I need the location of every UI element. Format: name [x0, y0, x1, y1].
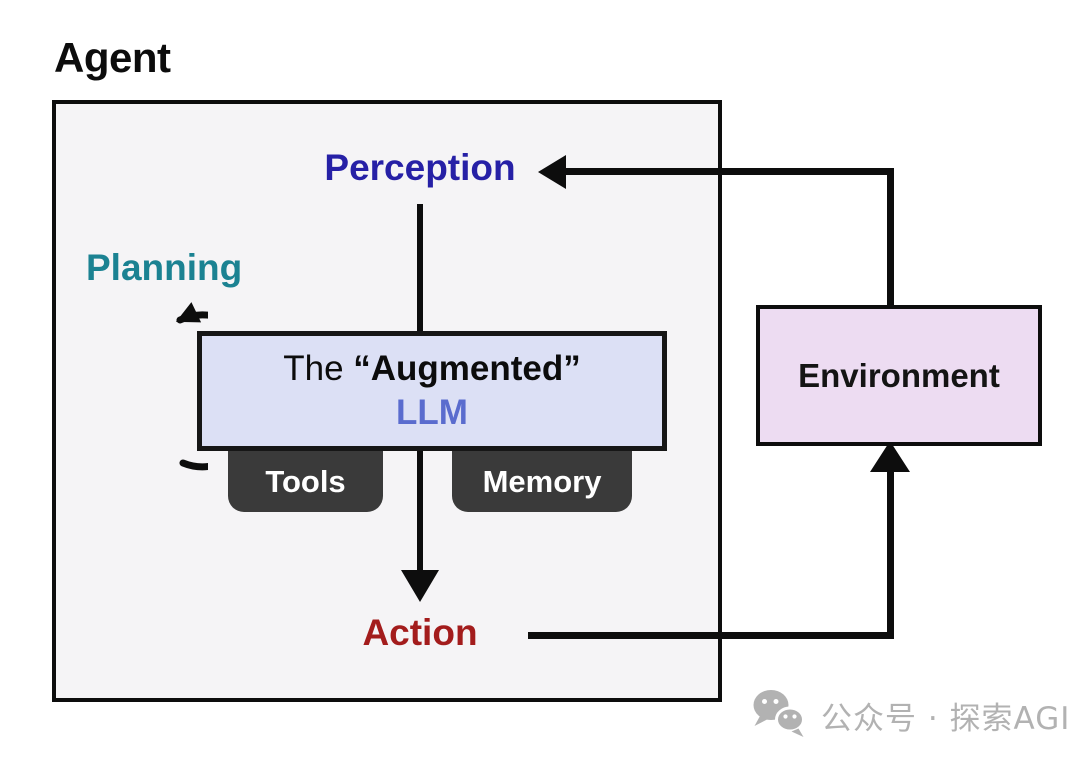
wechat-icon [753, 690, 805, 737]
perception-label: Perception [324, 147, 516, 188]
line-llm-to-action [417, 451, 423, 571]
environment-label: Environment [798, 356, 1000, 394]
arrowhead-down-icon [401, 570, 439, 602]
arrow-action-to-environment-horizontal [528, 632, 894, 639]
watermark-text: 公众号 · 探索AGI [821, 700, 1071, 737]
arrow-environment-to-perception-vertical [887, 168, 894, 306]
tools-tab: Tools [228, 451, 383, 512]
arrowhead-up-icon [870, 441, 910, 472]
llm-label: LLM [396, 393, 468, 432]
arrowhead-left-icon [538, 155, 566, 189]
action-label: Action [362, 612, 478, 653]
watermark: 公众号 · 探索AGI [750, 688, 1070, 742]
tools-tab-label: Tools [265, 463, 346, 499]
llm-box-title: The “Augmented” [283, 347, 581, 391]
llm-title-bold: “Augmented” [353, 349, 581, 389]
agent-title: Agent [54, 34, 171, 81]
planning-label: Planning [86, 247, 243, 288]
arrow-environment-to-perception-horizontal [564, 168, 894, 175]
memory-tab-label: Memory [482, 463, 602, 499]
planning-loop-arrow [175, 302, 208, 471]
memory-tab: Memory [452, 451, 632, 512]
environment-box: Environment [756, 305, 1042, 446]
arrow-action-to-environment-vertical [887, 470, 894, 639]
augmented-llm-box: The “Augmented” LLM [197, 331, 667, 451]
line-perception-to-llm [417, 204, 423, 333]
llm-title-regular: The [283, 349, 354, 389]
